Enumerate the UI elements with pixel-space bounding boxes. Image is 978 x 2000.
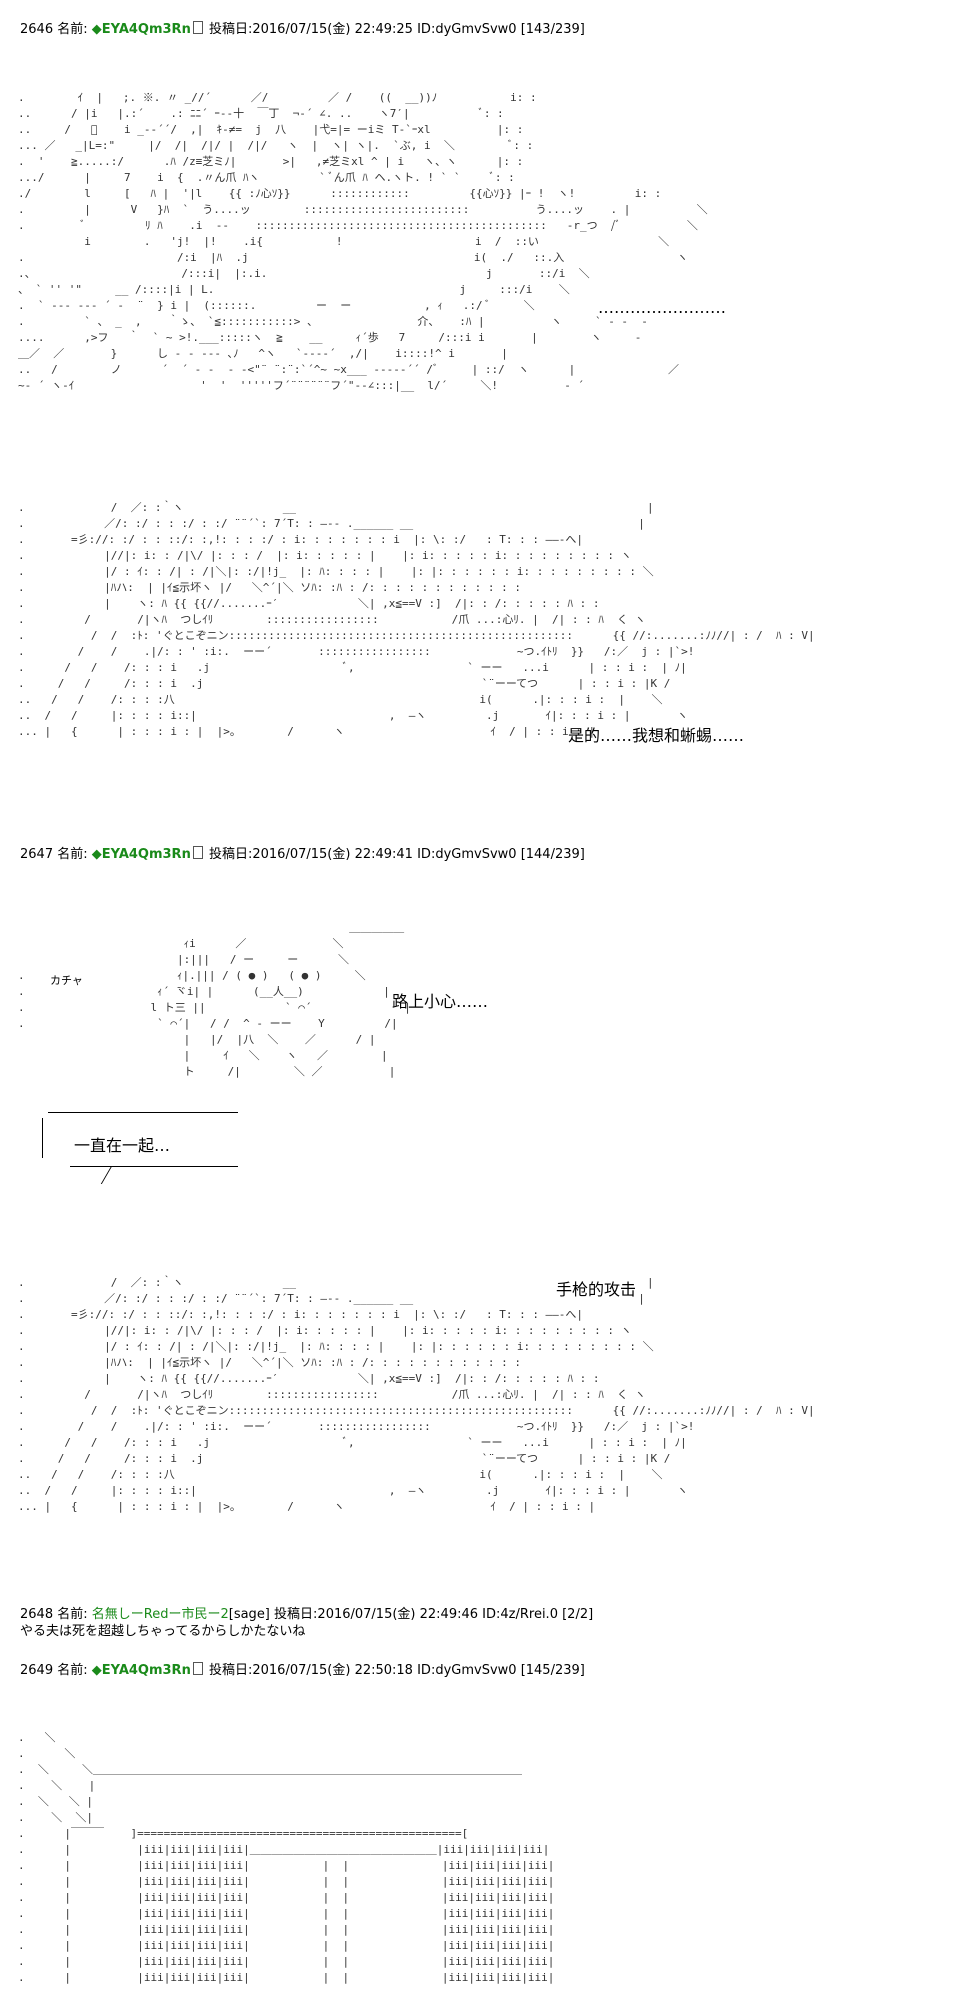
posted-label: 投稿日: [208, 847, 253, 862]
post-header: 2648 名前: 名無しーRedー市民ー2[sage] 投稿日:2016/07/… [20, 1603, 593, 1622]
trip-code[interactable]: ◆EYA4Qm3Rn [91, 847, 191, 862]
box-icon [192, 1662, 203, 1675]
post-id[interactable]: ID:dyGmvSvw0 [417, 1663, 517, 1678]
post-header: 2647 名前: ◆EYA4Qm3Rn 投稿日:2016/07/15(金) 22… [20, 843, 585, 862]
box-icon [192, 21, 203, 34]
dialogue-line: 是的……我想和蜥蜴…… [568, 726, 745, 745]
post-date: 2016/07/15(金) 22:49:41 [252, 847, 413, 862]
posted-label: 投稿日: [208, 1663, 253, 1678]
ascii-art-4: . / ／: :｀ヽ __ | . ／/: :/ : : :/ : :/ ¨¨´… [18, 1276, 815, 1513]
dialogue-line: 手枪的攻击 [556, 1280, 637, 1299]
ascii-art-1: . ｲ | ;. ※. 〃 _//´ ／/ ／ / (( __))ﾉ i: : … [18, 91, 708, 392]
post-date: 2016/07/15(金) 22:49:46 [317, 1607, 479, 1622]
ascii-art-3: ＿＿＿＿＿ ｨi ／ ＼ |:||| / ー ー ＼ . ｨ|.||| / ( … [18, 921, 411, 1078]
posted-label: 投稿日: [208, 22, 253, 37]
post-date: 2016/07/15(金) 22:50:18 [252, 1663, 413, 1678]
bubble-text: 一直在一起… [74, 1136, 171, 1155]
poster-name[interactable]: 名無しーRedー市民ー2 [91, 1607, 229, 1622]
ascii-art-5: . ＼ . ＼ . ＼ ＼＿＿＿＿＿＿＿＿＿＿＿＿＿＿＿＿＿＿＿＿＿＿＿＿＿＿＿… [18, 1731, 555, 1984]
post-message: やる夫は死を超越しちゃってるからしかたないね [20, 1624, 306, 1639]
post-count: [143/239] [520, 22, 585, 37]
name-label: 名前: [57, 1663, 88, 1678]
post-number: 2647 [20, 847, 54, 862]
post-id[interactable]: ID:dyGmvSvw0 [417, 847, 517, 862]
post-number: 2646 [20, 22, 54, 37]
post-header: 2646 名前: ◆EYA4Qm3Rn 投稿日:2016/07/15(金) 22… [20, 18, 585, 37]
post-header: 2649 名前: ◆EYA4Qm3Rn 投稿日:2016/07/15(金) 22… [20, 1659, 585, 1678]
post-id[interactable]: ID:4z/Rrei.0 [482, 1607, 558, 1622]
post-id[interactable]: ID:dyGmvSvw0 [417, 22, 517, 37]
post-count: [2/2] [562, 1607, 594, 1622]
sage-tag: [sage] [228, 1607, 270, 1622]
post-number: 2649 [20, 1663, 54, 1678]
posted-label: 投稿日: [274, 1607, 318, 1622]
ascii-art-2: . / ／: :｀ヽ __ | . ／/: :/ : : :/ : :/ ¨¨´… [18, 501, 815, 738]
trip-code[interactable]: ◆EYA4Qm3Rn [91, 22, 191, 37]
post-count: [145/239] [520, 1663, 585, 1678]
post-date: 2016/07/15(金) 22:49:25 [252, 22, 413, 37]
name-label: 名前: [57, 1607, 88, 1622]
dialogue-ellipsis: …………………… [598, 298, 726, 317]
name-label: 名前: [57, 847, 88, 862]
dialogue-line: 路上小心…… [392, 992, 489, 1011]
box-icon [192, 846, 203, 859]
name-label: 名前: [57, 22, 88, 37]
trip-code[interactable]: ◆EYA4Qm3Rn [91, 1663, 191, 1678]
post-count: [144/239] [520, 847, 585, 862]
post-number: 2648 [20, 1607, 54, 1622]
speech-bubble: 一直在一起… [42, 1112, 238, 1184]
sound-effect: カチャ [50, 974, 83, 987]
